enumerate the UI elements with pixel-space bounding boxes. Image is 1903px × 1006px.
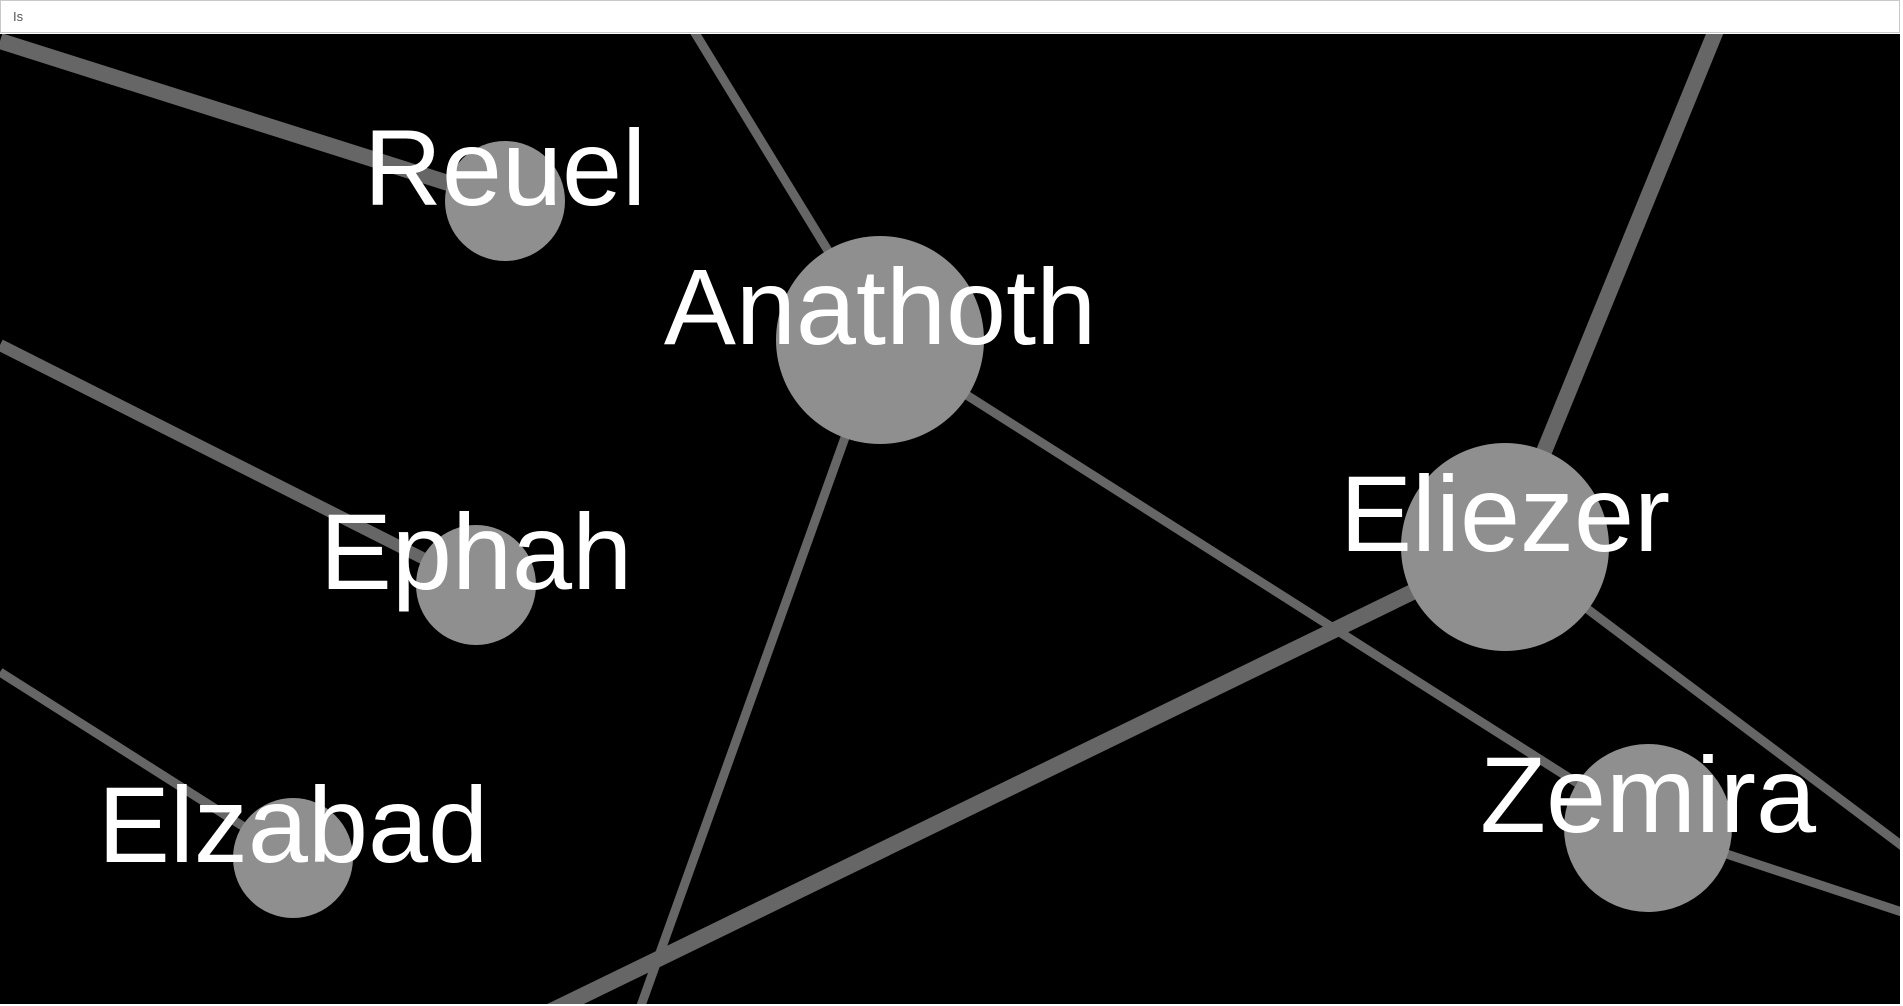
node-circle-zemira[interactable] [1564,744,1732,912]
node-anathoth[interactable]: Anathoth [664,236,1096,444]
node-reuel[interactable]: Reuel [364,107,646,261]
node-ephah[interactable]: Ephah [320,491,632,645]
node-circle-elzabad[interactable] [233,798,353,918]
graph-svg[interactable]: Reuel Anathoth Ephah Eliezer Elzabad Zem… [0,34,1900,1004]
node-circle-eliezer[interactable] [1401,443,1609,651]
graph-canvas[interactable]: Reuel Anathoth Ephah Eliezer Elzabad Zem… [0,34,1900,1004]
edge-anathoth-zemira [877,336,1651,832]
search-bar [0,0,1900,33]
edge-offscreen-reuel [0,34,508,209]
node-label-ephah: Ephah [320,491,632,612]
node-label-reuel: Reuel [364,107,646,228]
edge-offscreen-ephah [0,339,479,591]
node-elzabad[interactable]: Elzabad [98,764,488,918]
node-zemira[interactable]: Zemira [1480,734,1817,912]
node-label-eliezer: Eliezer [1340,453,1670,574]
node-circle-reuel[interactable] [445,141,565,261]
node-label-zemira: Zemira [1480,734,1817,855]
node-label-anathoth: Anathoth [664,246,1096,367]
edges-layer [0,34,1900,1004]
node-circle-anathoth[interactable] [776,236,984,444]
edge-eliezer-offscreen-bottom [547,539,1509,1004]
search-input[interactable] [1,1,1899,32]
node-circle-ephah[interactable] [416,525,536,645]
edge-anathoth-offscreen-bottom [636,338,885,1004]
node-label-elzabad: Elzabad [98,764,488,885]
node-eliezer[interactable]: Eliezer [1340,443,1670,651]
nodes-layer: Reuel Anathoth Ephah Eliezer Elzabad Zem… [98,107,1817,918]
